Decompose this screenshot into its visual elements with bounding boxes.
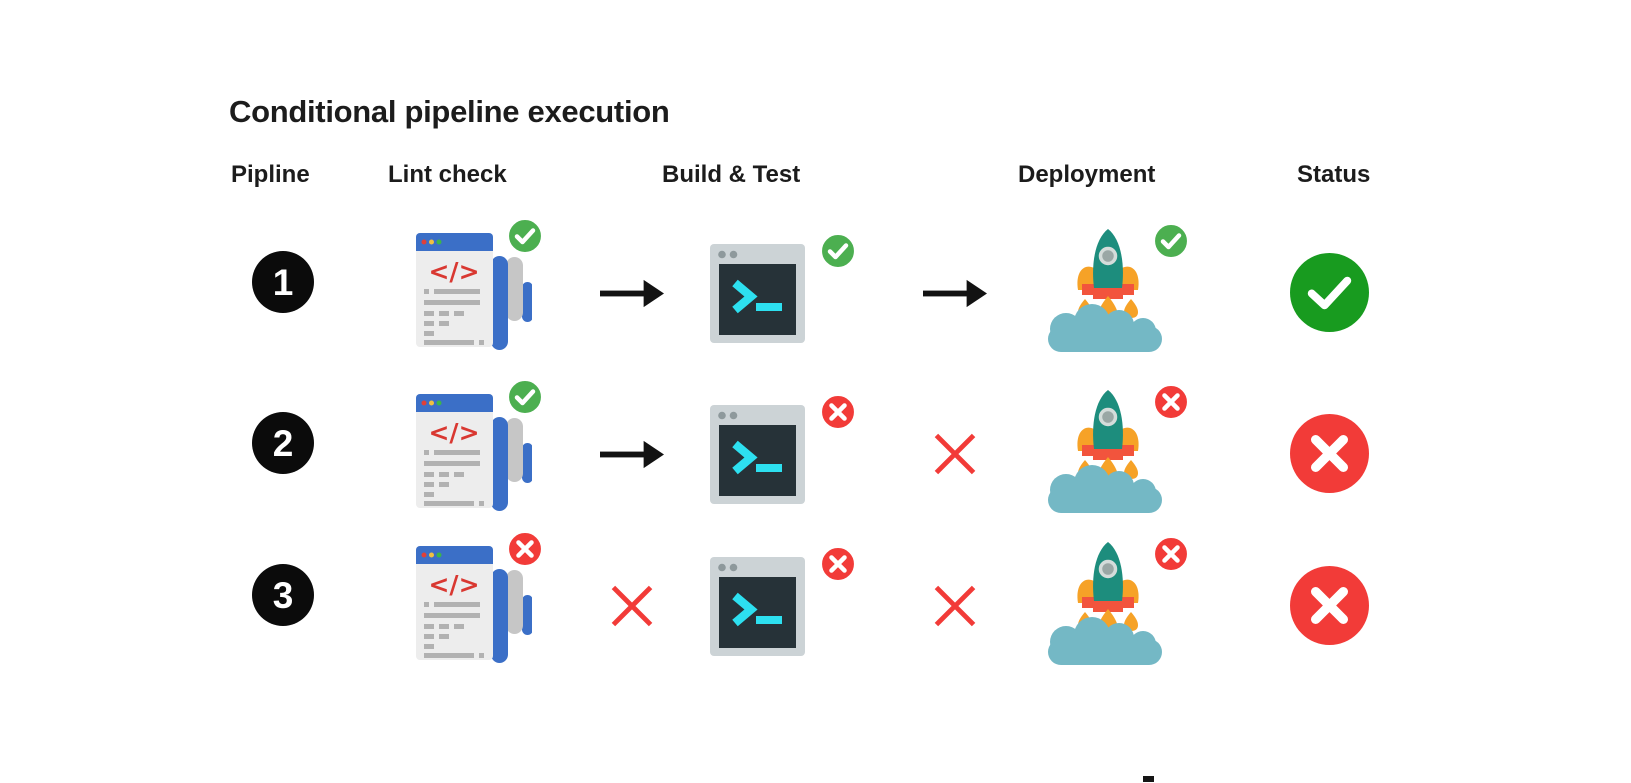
column-header-pipeline: Pipline — [231, 161, 310, 188]
terminal-icon — [710, 244, 805, 343]
cross-badge-icon — [819, 545, 857, 583]
build-test-icon — [710, 244, 805, 343]
status-indicator — [1290, 566, 1369, 645]
stray-mark — [1143, 776, 1154, 782]
status-cross-icon — [1290, 414, 1369, 493]
right-arrow-icon — [923, 276, 987, 311]
lint-check-icon — [412, 223, 532, 353]
terminal-icon — [710, 405, 805, 504]
status-check-icon — [1290, 253, 1369, 332]
connector-build-to-deploy — [920, 429, 990, 479]
column-header-status: Status — [1297, 161, 1371, 188]
connector-lint-to-build — [597, 581, 667, 631]
right-arrow-icon — [600, 437, 664, 472]
status-cross-icon — [1290, 566, 1369, 645]
cross-badge-icon — [1152, 383, 1190, 421]
pipeline-number: 1 — [272, 261, 294, 303]
column-header-lint-check: Lint check — [388, 161, 507, 188]
pipeline-number-badge: 3 — [252, 564, 314, 626]
pipeline-number-badge: 1 — [252, 251, 314, 313]
skip-cross-icon — [932, 431, 978, 477]
right-arrow-icon — [600, 276, 664, 311]
status-indicator — [1290, 414, 1369, 493]
check-badge-icon — [819, 232, 857, 270]
diagram-title: Conditional pipeline execution — [229, 94, 670, 129]
lint-check-icon — [412, 536, 532, 666]
build-test-icon — [710, 405, 805, 504]
check-badge-icon — [506, 217, 544, 255]
column-header-deployment: Deployment — [1018, 161, 1156, 188]
deployment-icon — [1042, 539, 1172, 667]
cross-badge-icon — [506, 530, 544, 568]
build-test-icon — [710, 557, 805, 656]
check-badge-icon — [506, 378, 544, 416]
status-indicator — [1290, 253, 1369, 332]
pipeline-number: 2 — [272, 422, 294, 464]
cross-badge-icon — [819, 393, 857, 431]
pipeline-number: 3 — [272, 574, 294, 616]
cross-badge-icon — [1152, 535, 1190, 573]
skip-cross-icon — [932, 583, 978, 629]
column-header-build-test: Build & Test — [662, 161, 801, 188]
deployment-icon — [1042, 226, 1172, 354]
lint-check-icon — [412, 384, 532, 514]
terminal-icon — [710, 557, 805, 656]
check-badge-icon — [1152, 222, 1190, 260]
connector-build-to-deploy — [920, 581, 990, 631]
deployment-icon — [1042, 387, 1172, 515]
connector-build-to-deploy — [920, 268, 990, 318]
skip-cross-icon — [609, 583, 655, 629]
connector-lint-to-build — [597, 268, 667, 318]
connector-lint-to-build — [597, 429, 667, 479]
pipeline-number-badge: 2 — [252, 412, 314, 474]
